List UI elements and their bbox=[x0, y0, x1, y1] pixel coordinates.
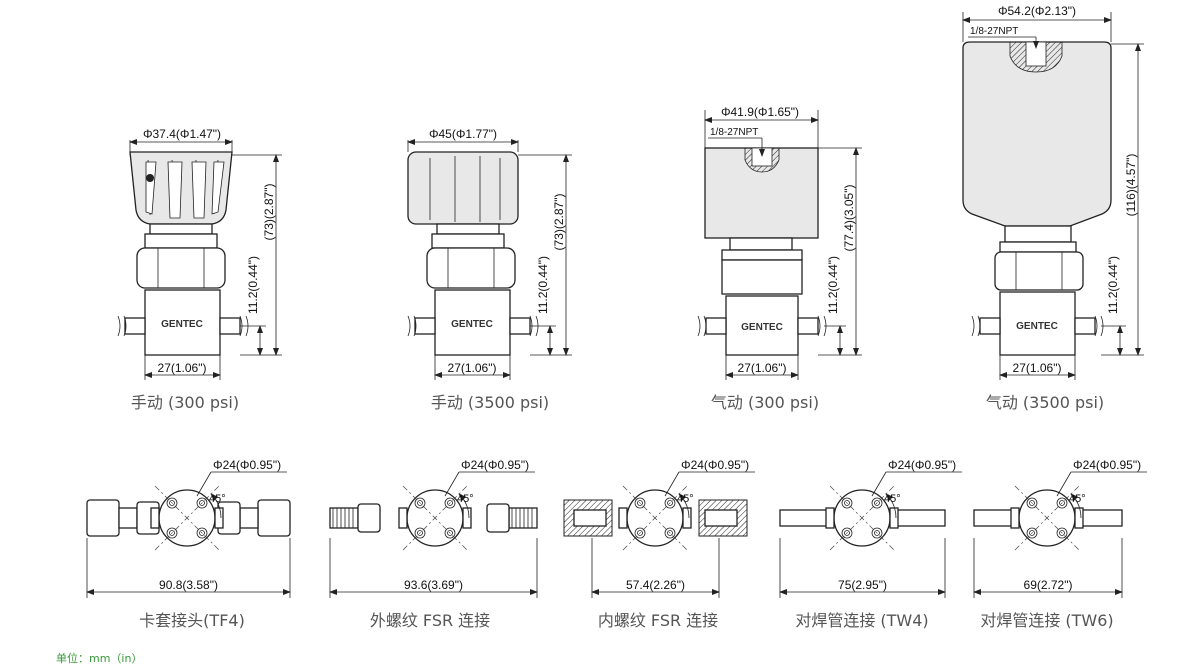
valve3-logo: GENTEC bbox=[741, 322, 783, 333]
valve2-height: (73)(2.87") bbox=[552, 194, 566, 251]
connection3-diameter: Φ24(Φ0.95") bbox=[681, 458, 749, 472]
valve1-width: 27(1.06") bbox=[158, 361, 207, 375]
connection-view-3: Φ24(Φ0.95") 45° 57.4(2.26") 内螺纹 FSR 连接 bbox=[563, 458, 755, 630]
valve4-port-height: 11.2(0.44") bbox=[1106, 256, 1120, 314]
connection4-caption: 对焊管连接 (TW4) bbox=[795, 611, 928, 630]
valve3-diameter: Φ41.9(Φ1.65") bbox=[721, 105, 799, 119]
valve2-diameter: Φ45(Φ1.77") bbox=[429, 127, 497, 141]
valve1-port-height: 11.2(0.44") bbox=[246, 256, 260, 314]
connection5-length: 69(2.72") bbox=[1024, 578, 1073, 592]
connection-view-5: Φ24(Φ0.95") 45° 69(2.72") 对焊管连接 (TW6) bbox=[973, 458, 1147, 630]
connection5-caption: 对焊管连接 (TW6) bbox=[980, 611, 1113, 630]
connection4-length: 75(2.95") bbox=[838, 578, 887, 592]
connection1-diameter: Φ24(Φ0.95") bbox=[213, 458, 281, 472]
connection-view-4: Φ24(Φ0.95") 45° 75(2.95") 对焊管连接 (TW4) bbox=[779, 458, 962, 630]
valve3-width: 27(1.06") bbox=[738, 361, 787, 375]
connection3-angle: 45° bbox=[677, 493, 694, 505]
valve4-npt: 1/8-27NPT bbox=[970, 26, 1018, 37]
connection-view-2: Φ24(Φ0.95") 45° 93.6(3.69") 外螺纹 FSR 连接 bbox=[329, 458, 538, 630]
valve2-logo: GENTEC bbox=[451, 319, 493, 330]
connection4-diameter: Φ24(Φ0.95") bbox=[888, 458, 956, 472]
valve3-npt: 1/8-27NPT bbox=[710, 127, 758, 138]
connection2-length: 93.6(3.69") bbox=[404, 578, 463, 592]
valve4-width: 27(1.06") bbox=[1013, 361, 1062, 375]
connection2-caption: 外螺纹 FSR 连接 bbox=[370, 611, 490, 630]
connection4-angle: 45° bbox=[884, 493, 901, 505]
valve1-height: (73)(2.87") bbox=[262, 184, 276, 241]
valve4-caption: 气动 (3500 psi) bbox=[986, 393, 1104, 412]
valve-pneumatic-3500: GENTEC bbox=[962, 41, 1112, 356]
valve3-port-height: 11.2(0.44") bbox=[826, 256, 840, 314]
valve1-caption: 手动 (300 psi) bbox=[131, 393, 239, 412]
connection1-angle: 45° bbox=[209, 493, 226, 505]
valve3-caption: 气动 (300 psi) bbox=[711, 393, 819, 412]
connection-view-1: Φ24(Φ0.95") 45° 90.8(3.58") 卡套接头(TF4) bbox=[86, 458, 291, 630]
valve4-height: (116)(4.57") bbox=[1124, 154, 1138, 217]
connection5-angle: 45° bbox=[1069, 493, 1086, 505]
connection2-diameter: Φ24(Φ0.95") bbox=[461, 458, 529, 472]
valve-manual-3500: GENTEC bbox=[407, 151, 539, 356]
valve1-logo: GENTEC bbox=[161, 319, 203, 330]
connection1-length: 90.8(3.58") bbox=[159, 578, 218, 592]
connection3-caption: 内螺纹 FSR 连接 bbox=[598, 611, 718, 630]
valve-manual-300: GENTEC bbox=[117, 151, 249, 356]
connection5-diameter: Φ24(Φ0.95") bbox=[1073, 458, 1141, 472]
connection3-length: 57.4(2.26") bbox=[626, 578, 685, 592]
connection2-angle: 45° bbox=[457, 493, 474, 505]
valve2-port-height: 11.2(0.44") bbox=[536, 256, 550, 314]
valve2-width: 27(1.06") bbox=[448, 361, 497, 375]
unit-note: 单位：mm（in） bbox=[56, 651, 142, 665]
valve1-diameter: Φ37.4(Φ1.47") bbox=[143, 127, 221, 141]
valve2-caption: 手动 (3500 psi) bbox=[431, 393, 549, 412]
connection1-caption: 卡套接头(TF4) bbox=[139, 611, 245, 630]
valve3-height: (77.4)(3.05") bbox=[842, 185, 856, 252]
valve4-diameter: Φ54.2(Φ2.13") bbox=[998, 4, 1076, 18]
valve-pneumatic-300: GENTEC bbox=[697, 147, 827, 356]
valve4-logo: GENTEC bbox=[1016, 321, 1058, 332]
